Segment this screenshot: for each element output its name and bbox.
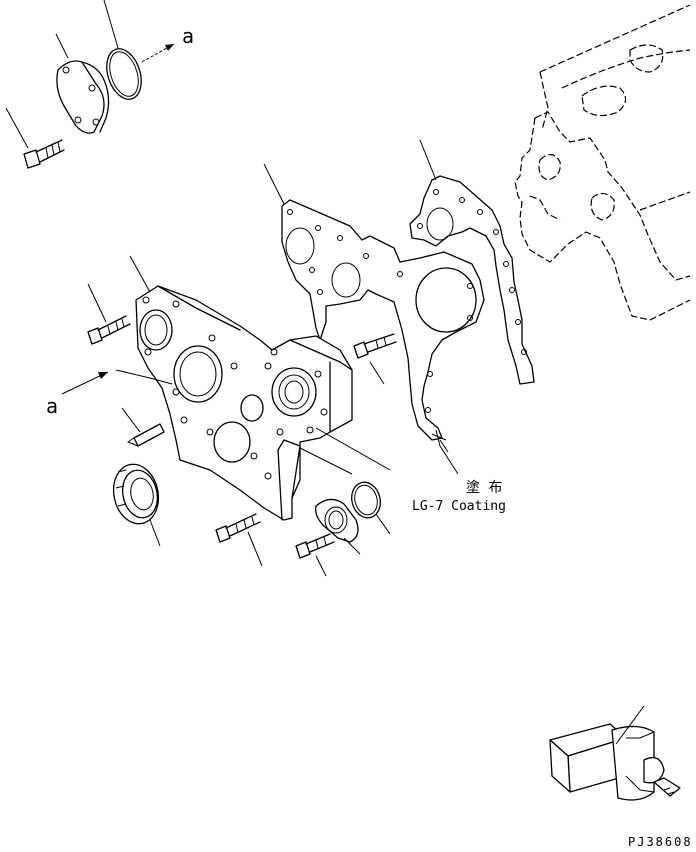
dowel-pin [121,407,165,447]
bolt-lower [215,513,263,567]
reference-arrow-top: a [141,24,194,63]
o-ring [103,0,142,100]
ref-label-top: a [182,24,194,48]
coating-callout: 塗 布 LG-7 Coating [412,429,506,514]
reference-arrow-left: a [46,369,173,418]
engine-block [514,4,691,321]
front-cover-gasket [263,163,485,441]
seal-retainer [315,498,361,555]
group-leaders [299,427,391,475]
plate-gasket [409,139,535,385]
front-oil-seal [112,463,161,547]
bolt-cover [5,107,65,169]
cover-plate [55,33,110,134]
oil-seal-installer-tool [549,705,681,801]
small-o-ring [351,481,391,535]
bolt-front-cover [87,283,131,345]
bolt-gasket [353,333,397,385]
front-cover [129,255,353,521]
coating-label-en: LG-7 Coating [412,499,506,514]
ref-label-left: a [46,394,58,418]
drawing-number: PJ38608 [628,835,693,849]
coating-label-jp: 塗 布 [466,479,502,496]
bolt-retainer [295,533,335,577]
